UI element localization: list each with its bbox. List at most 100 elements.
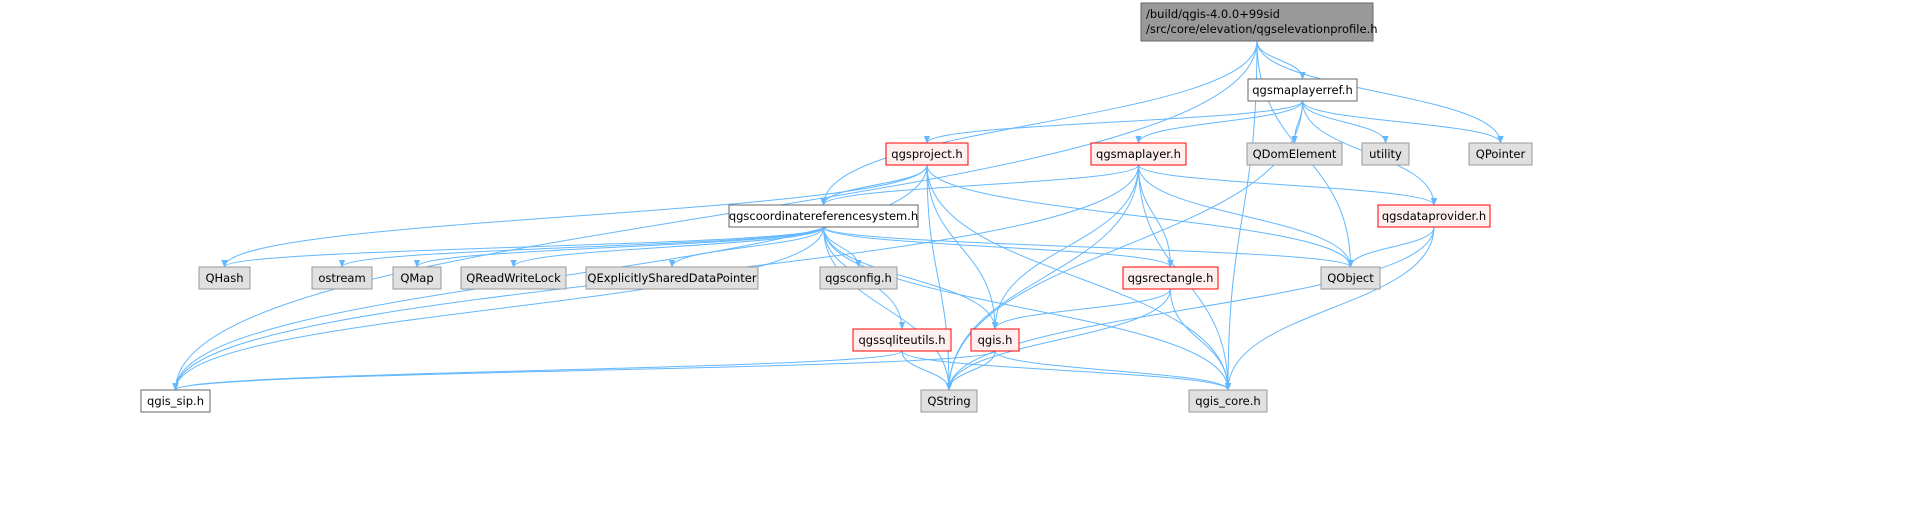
edge-sqliteutils-to-qstring	[901, 350, 953, 391]
edge-qgis-to-qstring	[945, 350, 996, 391]
node-box	[198, 266, 251, 290]
node-qgis_core[interactable]: qgis_core.h	[1188, 389, 1268, 413]
edge-project-to-qstring	[926, 164, 953, 391]
node-qgis_sip[interactable]: qgis_sip.h	[140, 389, 211, 413]
node-rectangle[interactable]: qgsrectangle.h	[1122, 266, 1219, 290]
edge-project-to-qgis	[926, 164, 999, 330]
node-qpointer[interactable]: QPointer	[1468, 142, 1533, 166]
node-label: /build/qgis-4.0.0+99sid	[1146, 7, 1280, 21]
node-maplayerref[interactable]: qgsmaplayerref.h	[1247, 78, 1358, 102]
edge-maplayerref-to-utility	[1302, 100, 1389, 144]
edge-maplayerref-to-maplayer	[1135, 100, 1303, 144]
node-box	[1468, 142, 1533, 166]
edge-crs-to-qmap	[413, 226, 824, 268]
edge-crs-to-qgis_core	[823, 226, 1232, 391]
node-label: qgis.h	[978, 333, 1013, 347]
node-sqliteutils[interactable]: qgssqliteutils.h	[852, 328, 952, 352]
node-box	[1247, 78, 1358, 102]
node-box	[392, 266, 442, 290]
node-label: QPointer	[1476, 147, 1526, 161]
node-qobject[interactable]: QObject	[1320, 266, 1381, 290]
node-label: QMap	[400, 271, 433, 285]
edge-dataprovider-to-qstring	[945, 226, 1435, 391]
node-box	[885, 142, 969, 166]
edge-qgis-to-qgis_sip	[172, 350, 996, 391]
node-label: QObject	[1327, 271, 1374, 285]
edge-root-to-qpointer	[1256, 40, 1504, 144]
node-label: qgis_sip.h	[147, 394, 204, 408]
edge-crs-to-ostream	[338, 226, 824, 268]
edge-rectangle-to-qgis	[991, 288, 1171, 330]
edge-rectangle-to-qgis_core	[1170, 288, 1232, 391]
node-box	[819, 266, 898, 290]
edge-qgis-to-qgis_core	[994, 350, 1232, 391]
edge-crs-to-qstring	[823, 226, 953, 391]
edge-maplayerref-to-project	[923, 100, 1303, 144]
edge-root-to-crs	[820, 40, 1258, 206]
edge-root-to-maplayerref	[1256, 40, 1306, 80]
node-qexplicit[interactable]: QExplicitlySharedDataPointer	[585, 266, 759, 290]
edge-maplayer-to-qobject	[1138, 164, 1354, 268]
node-label: QExplicitlySharedDataPointer	[587, 271, 756, 285]
edge-dataprovider-to-qobject	[1347, 226, 1435, 268]
node-dataprovider[interactable]: qgsdataprovider.h	[1377, 204, 1491, 228]
edge-project-to-qobject	[926, 164, 1354, 268]
node-root[interactable]: /build/qgis-4.0.0+99sid/src/core/elevati…	[1140, 2, 1378, 42]
edge-sqliteutils-to-qgis_sip	[172, 350, 903, 391]
node-box	[460, 266, 567, 290]
node-box	[1377, 204, 1491, 228]
edge-maplayer-to-qgis	[991, 164, 1139, 330]
node-label: QReadWriteLock	[466, 271, 561, 285]
node-box	[1188, 389, 1268, 413]
node-crs[interactable]: qgscoordinatereferencesystem.h	[728, 204, 919, 228]
node-box	[970, 328, 1020, 352]
edges-layer	[172, 40, 1504, 391]
node-qmap[interactable]: QMap	[392, 266, 442, 290]
node-qhash[interactable]: QHash	[198, 266, 251, 290]
node-ostream[interactable]: ostream	[311, 266, 373, 290]
node-box	[920, 389, 978, 413]
node-label: qgis_core.h	[1195, 394, 1260, 408]
node-label: ostream	[318, 271, 365, 285]
node-label: QString	[927, 394, 970, 408]
node-maplayer[interactable]: qgsmaplayer.h	[1090, 142, 1187, 166]
node-utility[interactable]: utility	[1361, 142, 1410, 166]
node-label: QHash	[205, 271, 243, 285]
edge-crs-to-qobject	[823, 226, 1354, 268]
node-qgis[interactable]: qgis.h	[970, 328, 1020, 352]
node-box	[1090, 142, 1187, 166]
edge-dataprovider-to-qgis_core	[1224, 226, 1435, 391]
node-label: qgsdataprovider.h	[1382, 209, 1486, 223]
node-box	[1122, 266, 1219, 290]
node-label: qgsconfig.h	[825, 271, 892, 285]
node-project[interactable]: qgsproject.h	[885, 142, 969, 166]
node-box	[728, 204, 919, 228]
edge-crs-to-qreadwritelock	[510, 226, 824, 268]
node-box	[1246, 142, 1343, 166]
node-box	[1320, 266, 1381, 290]
node-qreadwritelock[interactable]: QReadWriteLock	[460, 266, 567, 290]
edge-crs-to-rectangle	[823, 226, 1174, 268]
node-label: qgscoordinatereferencesystem.h	[729, 209, 918, 223]
edge-project-to-qhash	[221, 164, 928, 268]
node-label: utility	[1369, 147, 1402, 161]
node-box	[852, 328, 952, 352]
node-qdomelement[interactable]: QDomElement	[1246, 142, 1343, 166]
node-label: /src/core/elevation/qgselevationprofile.…	[1146, 22, 1378, 36]
node-label: qgssqliteutils.h	[859, 333, 946, 347]
edge-project-to-crs	[820, 164, 928, 206]
edge-maplayer-to-qstring	[945, 164, 1139, 391]
node-label: qgsrectangle.h	[1128, 271, 1214, 285]
edge-crs-to-qgis_sip	[172, 226, 824, 391]
node-label: qgsmaplayer.h	[1096, 147, 1181, 161]
edge-crs-to-qgis	[823, 226, 999, 330]
edge-crs-to-qexplicit	[668, 226, 824, 268]
node-box	[140, 389, 211, 413]
node-box	[1140, 2, 1374, 42]
node-box	[1361, 142, 1410, 166]
node-qgsconfig[interactable]: qgsconfig.h	[819, 266, 898, 290]
edge-root-to-qgis_sip	[172, 40, 1258, 391]
node-box	[585, 266, 759, 290]
node-qstring[interactable]: QString	[920, 389, 978, 413]
